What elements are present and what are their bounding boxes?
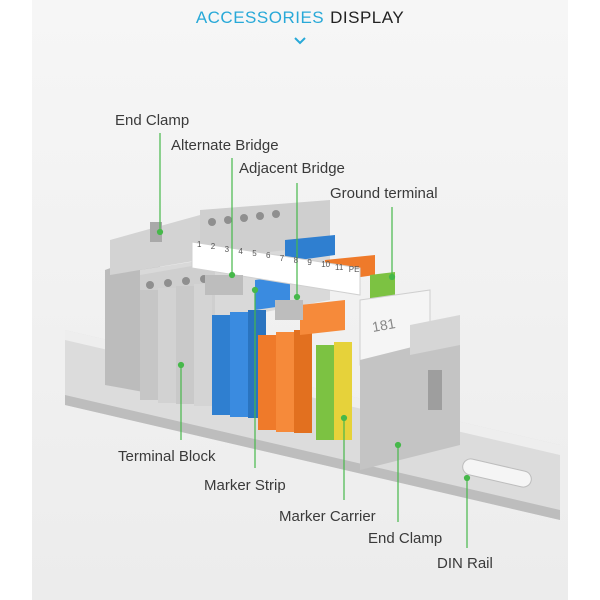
label-adjacent-bridge: Adjacent Bridge	[239, 160, 345, 177]
label-alternate-bridge: Alternate Bridge	[171, 137, 279, 154]
marker-number: 8	[293, 255, 299, 265]
marker-strip	[191, 241, 361, 296]
title-main: DISPLAY	[330, 8, 405, 27]
marker-number: 4	[238, 246, 243, 256]
label-marker-strip: Marker Strip	[204, 477, 286, 494]
marker-number: 1	[197, 240, 202, 249]
marker-number: PE	[348, 264, 360, 274]
label-marker-carrier: Marker Carrier	[279, 508, 376, 525]
marker-number: 10	[321, 260, 331, 270]
label-ground-terminal: Ground terminal	[330, 185, 438, 202]
page-title: ACCESSORIES DISPLAY	[0, 8, 600, 28]
label-end-clamp-bottom: End Clamp	[368, 530, 443, 547]
bridges	[205, 275, 303, 320]
marker-number: 6	[266, 251, 271, 261]
left-border	[0, 0, 32, 600]
marker-number: 11	[335, 262, 344, 272]
right-border	[568, 0, 600, 600]
marker-number: 5	[252, 249, 257, 258]
chevron-down-icon	[294, 37, 306, 45]
marker-number: 3	[224, 244, 230, 254]
marker-number: 7	[279, 253, 285, 263]
label-terminal-block: Terminal Block	[118, 448, 216, 465]
end-clamp-right	[360, 315, 460, 470]
marker-number: 9	[307, 258, 312, 267]
marker-number: 2	[210, 242, 216, 252]
title-accent: ACCESSORIES	[195, 8, 325, 27]
label-end-clamp-top: End Clamp	[115, 112, 190, 129]
leader-lines	[156, 133, 471, 548]
label-din-rail: DIN Rail	[437, 555, 493, 572]
